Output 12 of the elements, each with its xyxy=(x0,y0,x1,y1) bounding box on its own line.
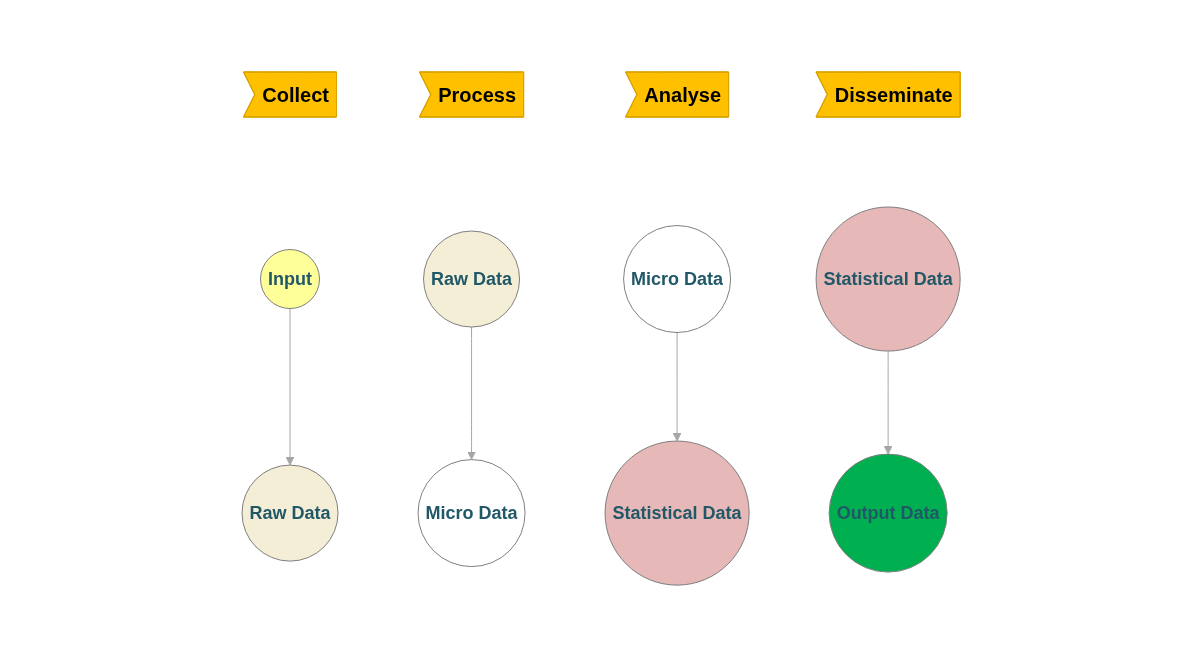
node-circle: Micro Data xyxy=(417,459,526,568)
node-circle: Statistical Data xyxy=(604,441,751,587)
arrow xyxy=(467,327,477,461)
node-circle: Raw Data xyxy=(241,465,339,563)
node-circle: Micro Data xyxy=(623,225,732,334)
arrow xyxy=(673,332,682,442)
node-circle: Statistical Data xyxy=(816,206,962,352)
node-circle: Output Data xyxy=(829,454,949,574)
node-circle: Raw Data xyxy=(423,230,521,328)
node-circle: Input xyxy=(260,249,321,310)
arrow xyxy=(884,351,893,455)
arrow xyxy=(286,308,295,466)
